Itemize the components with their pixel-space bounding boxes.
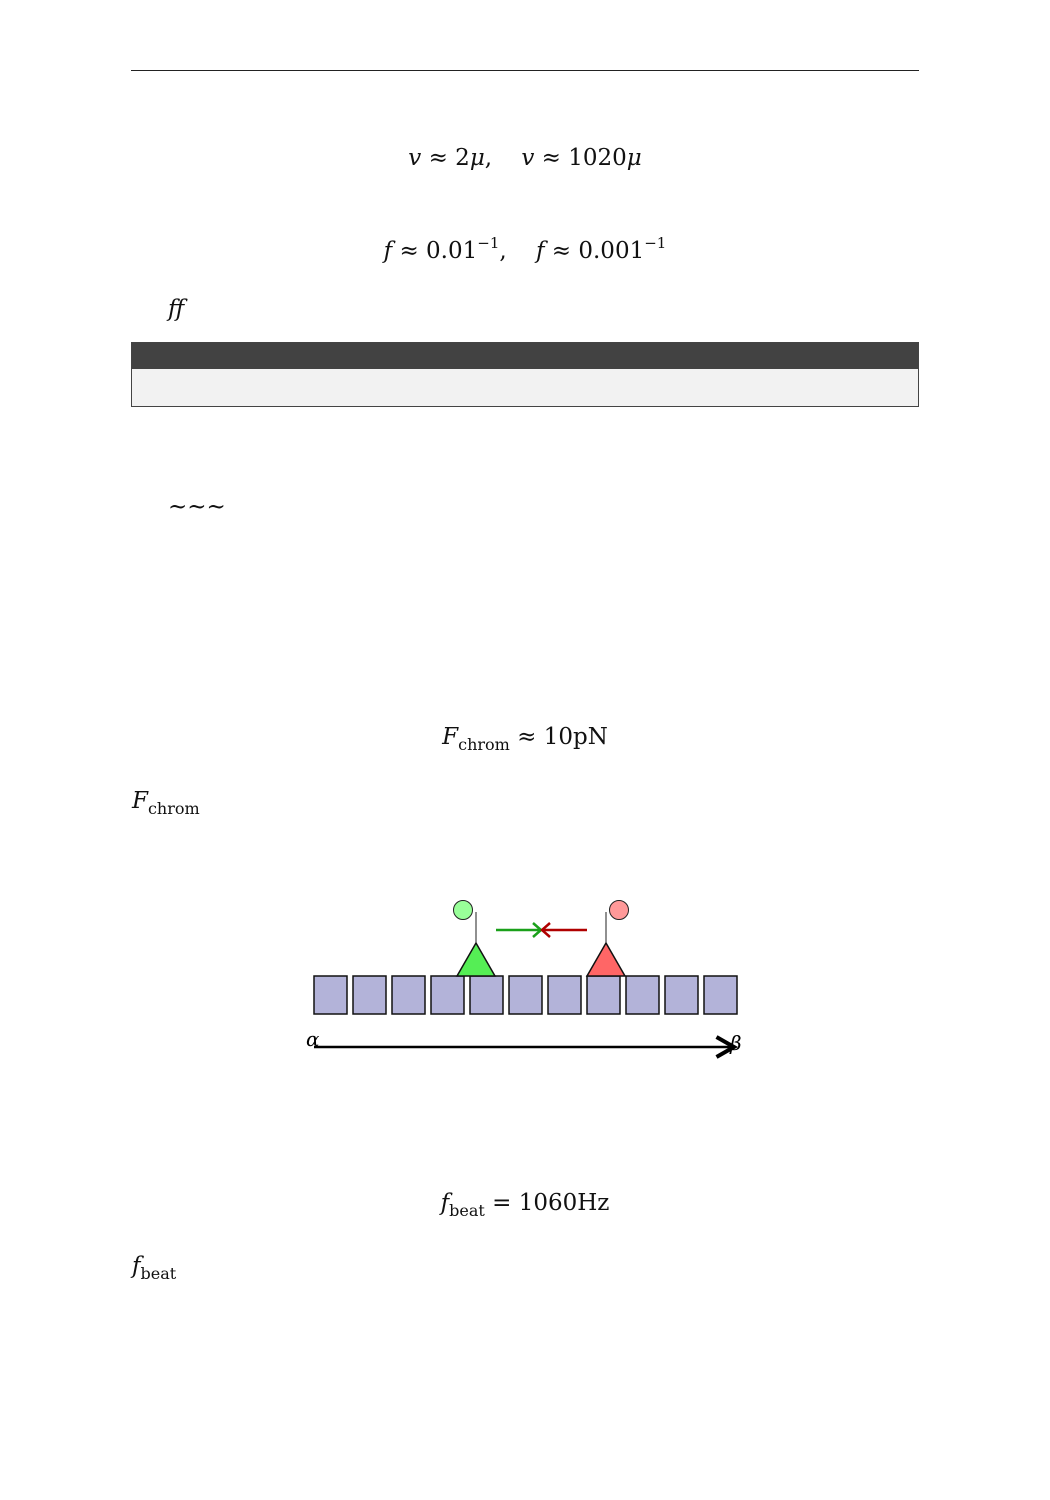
inline-ff: ff: [168, 296, 185, 322]
equation-force: Fchrom ≈ 10pN: [442, 724, 608, 754]
nucleosome-bead: [352, 975, 387, 1015]
header-rule: [131, 70, 919, 71]
red-arrow-head: [540, 922, 551, 938]
nucleosome-bead: [313, 975, 348, 1015]
red-motor-head: [609, 900, 629, 920]
nucleosome-bead: [703, 975, 738, 1015]
equation-velocity: v ≈ 2μ, v ≈ 1020μ: [408, 145, 642, 171]
inline-fbeat: fbeat: [132, 1253, 177, 1283]
axis-label-end: β: [729, 1031, 742, 1055]
nucleosome-row: [313, 975, 738, 1015]
red-motor: [585, 941, 627, 977]
equation-beat: fbeat = 1060Hz: [440, 1190, 610, 1220]
axis-label-start: α: [306, 1027, 320, 1051]
nucleosome-bead: [508, 975, 543, 1015]
nucleosome-bead: [469, 975, 504, 1015]
nucleosome-bead: [430, 975, 465, 1015]
nucleosome-bead: [664, 975, 699, 1015]
note-box-header: [132, 343, 918, 369]
nucleosome-bead: [625, 975, 660, 1015]
note-box: [131, 342, 919, 407]
green-motor: [455, 941, 497, 977]
inline-fchrom: Fchrom: [132, 788, 200, 818]
nucleosome-bead: [391, 975, 426, 1015]
nucleosome-bead: [547, 975, 582, 1015]
equation-frequency: f ≈ 0.01−1, f ≈ 0.001−1: [383, 234, 667, 264]
green-motor-head: [453, 900, 473, 920]
inline-tildes: ~~~: [168, 494, 226, 520]
nucleosome-bead: [586, 975, 621, 1015]
